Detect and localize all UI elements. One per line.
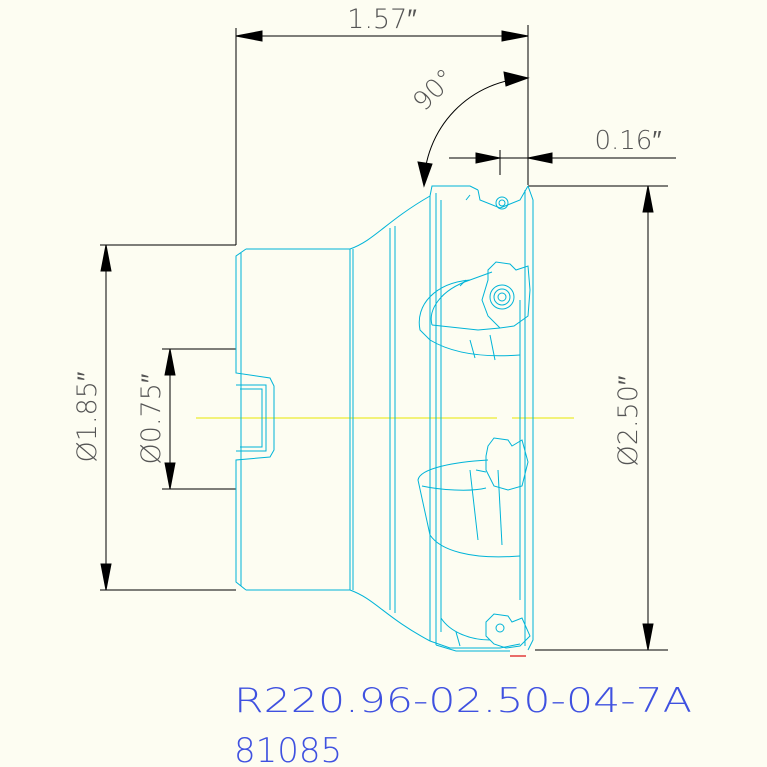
dimension-lines <box>100 25 676 651</box>
bore-diameter-label: Ø0.75″ <box>136 373 167 464</box>
overall-length-label: 1.57″ <box>347 4 417 35</box>
cutter-body <box>235 185 534 652</box>
cutter-diameter-label: Ø2.50″ <box>613 375 644 466</box>
item-code: 81085 <box>234 731 342 767</box>
angle-label: 90° <box>407 63 461 117</box>
shank-diameter-label: Ø1.85″ <box>72 371 103 462</box>
part-number: R220.96-02.50-04-7A <box>234 681 692 721</box>
insert-offset-label: 0.16″ <box>594 126 661 156</box>
